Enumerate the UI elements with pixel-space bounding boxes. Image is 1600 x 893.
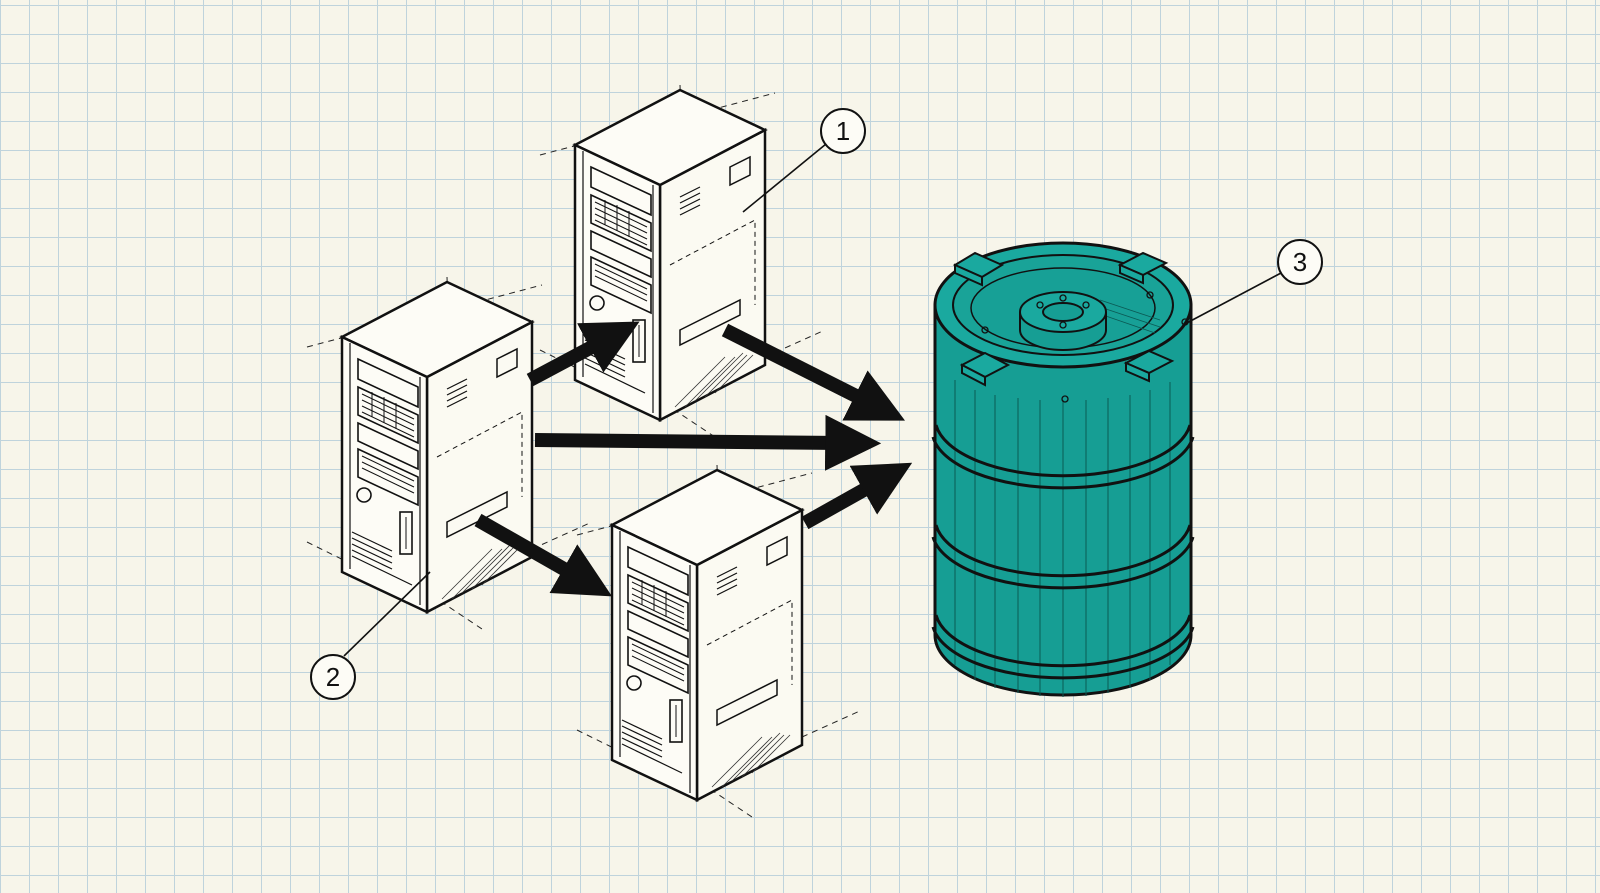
callout-label-1: 1 bbox=[836, 116, 850, 146]
callout-3: 3 bbox=[1182, 239, 1323, 326]
arrow-left-to-drum bbox=[534, 414, 882, 471]
arrow-left-to-upper bbox=[526, 321, 640, 387]
arrow-upper-to-drum bbox=[721, 323, 906, 421]
callout-2: 2 bbox=[310, 571, 431, 700]
callout-label-3: 3 bbox=[1293, 247, 1307, 277]
arrow-left-to-lower bbox=[474, 513, 613, 597]
callout-1: 1 bbox=[742, 108, 866, 213]
storage-drum bbox=[931, 241, 1195, 697]
upper-server-tower bbox=[538, 83, 827, 439]
left-server-tower bbox=[305, 275, 594, 631]
arrow-lower-to-drum bbox=[801, 462, 913, 530]
flow-arrows bbox=[474, 321, 913, 597]
callout-label-2: 2 bbox=[326, 662, 340, 692]
